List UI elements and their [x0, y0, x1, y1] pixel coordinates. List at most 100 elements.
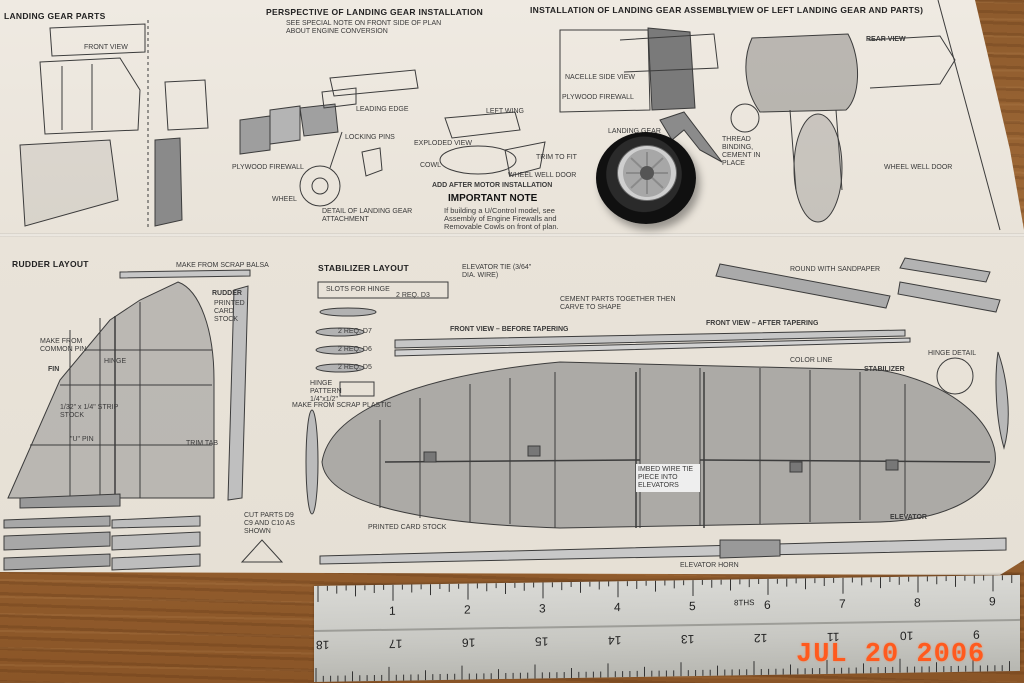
rudder-stiffener: [227, 285, 249, 501]
ruler-inch-number: 7: [839, 596, 846, 611]
front-view-before-label: FRONT VIEW – BEFORE TAPERING: [450, 326, 569, 333]
ruler-inch-number: 6: [764, 597, 771, 612]
ruler-inch-number: 1: [389, 603, 396, 618]
nacelle-side-drawing: [559, 29, 651, 113]
firewall-part: [154, 137, 183, 227]
stabilizer-label: STABILIZER: [864, 366, 905, 373]
plywood-firewall-label: PLYWOOD FIREWALL: [562, 94, 634, 101]
rudder-parts-strips: [3, 515, 111, 571]
perspective-title: PERSPECTIVE OF LANDING GEAR INSTALLATION: [266, 7, 484, 17]
leading-edge-label: LEADING EDGE: [356, 106, 409, 113]
elevator-tie-label: ELEVATOR TIE (3/64" DIA. WIRE): [462, 264, 532, 279]
left-wing-label: LEFT WING: [486, 108, 524, 115]
stabilizer-outline: [321, 361, 996, 529]
two-req-d5-label: 2 REQ. D5: [338, 364, 372, 371]
model-wheel-hub: [617, 145, 677, 201]
u-pin-label: "U" PIN: [70, 436, 94, 443]
ruler-inch-number: 3: [539, 601, 546, 616]
detail-landing-gear-label: DETAIL OF LANDING GEAR ATTACHMENT: [322, 208, 413, 223]
ruler-inch-number: 4: [614, 600, 621, 615]
thread-binding-label: THREAD BINDING, CEMENT IN PLACE: [722, 136, 761, 167]
printed-card-stock-label: PRINTED CARD STOCK: [214, 300, 245, 323]
landing-gear-parts-title: LANDING GEAR PARTS: [4, 11, 106, 21]
perspective-note: SEE SPECIAL NOTE ON FRONT SIDE OF PLAN A…: [286, 20, 442, 35]
landing-gear-label: LANDING GEAR: [608, 128, 661, 135]
nacelle-side-view-label: NACELLE SIDE VIEW: [565, 74, 636, 81]
exploded-view-label: EXPLODED VIEW: [414, 140, 472, 147]
imbed-wire-label: IMBED WIRE TIE PIECE INTO ELEVATORS: [636, 464, 700, 492]
camera-date-stamp: JUL 20 2006: [796, 640, 986, 670]
exploded-blocks: [239, 115, 271, 155]
wheel-label: WHEEL: [272, 196, 297, 203]
plan-drawings: [3, 0, 1009, 571]
hinge-label: HINGE: [104, 358, 127, 365]
ruler-cm-number: 12: [754, 630, 768, 646]
wheel-well-door-label: WHEEL WELL DOOR: [508, 172, 577, 179]
make-from-scrap-plastic-label: MAKE FROM SCRAP PLASTIC: [292, 402, 392, 409]
wheel-spokes-icon: [626, 152, 668, 194]
two-req-d7-label: 2 REQ. D7: [338, 328, 372, 335]
ruler-inch-label: 8THS: [734, 598, 755, 608]
wing-leading-edge: [329, 69, 419, 97]
elevator-label: ELEVATOR: [890, 514, 927, 521]
important-note-text: If building a U/Control model, see Assem…: [444, 206, 559, 231]
front-view-label: FRONT VIEW: [84, 44, 128, 51]
triangle-part: [240, 539, 284, 563]
rudder-bottom-strip: [19, 493, 121, 509]
model-plan-sheet: LANDING GEAR PARTS FRONT VIEW PERSPECTIV…: [0, 0, 1024, 575]
round-with-sandpaper-label: ROUND WITH SANDPAPER: [790, 266, 881, 273]
color-line-label: COLOR LINE: [790, 357, 833, 364]
elevator-exploded: [897, 257, 1001, 313]
rear-view-label: REAR VIEW: [866, 36, 906, 43]
gear-wheel-drawing: [299, 165, 341, 207]
plan-fold-line: [0, 233, 1024, 237]
rudder-layout-title: RUDDER LAYOUT: [12, 259, 89, 269]
cement-parts-label: CEMENT PARTS TOGETHER THEN CARVE TO SHAP…: [560, 296, 676, 311]
landing-gear-panel-outline: [49, 23, 146, 57]
ruler-cm-number: 16: [462, 635, 476, 650]
balsa-strip-top: [119, 269, 251, 279]
make-from-scrap-balsa-label: MAKE FROM SCRAP BALSA: [176, 262, 269, 269]
make-from-common-pin-label: MAKE FROM COMMON PIN: [40, 338, 87, 353]
two-req-d3-label: 2 REQ. D3: [396, 292, 430, 299]
add-after-motor-label: ADD AFTER MOTOR INSTALLATION: [432, 182, 553, 189]
installation-title: INSTALLATION OF LANDING GEAR ASSEMBLY: [530, 5, 733, 15]
rudder-label: RUDDER: [212, 290, 242, 297]
ruler-cm-number: 13: [681, 632, 695, 647]
trim-tab-label: TRIM TAB: [186, 440, 219, 447]
ruler-inch-number: 9: [989, 594, 996, 609]
landing-gear-panel-lower: [19, 139, 119, 227]
cut-parts-label: CUT PARTS D9 C9 AND C10 AS SHOWN: [244, 512, 295, 535]
elevator-horn-label: ELEVATOR HORN: [680, 562, 739, 569]
ruler-inch-number: 2: [464, 602, 471, 617]
cowl-drawing: [439, 145, 517, 175]
printed-card-stock-label-2: PRINTED CARD STOCK: [368, 524, 447, 531]
nacelle-part: [164, 79, 209, 131]
ruler-cm-number: 18: [316, 637, 330, 652]
cowl-label: COWL: [420, 162, 441, 169]
fin-label: FIN: [48, 366, 60, 373]
hinge-detail-label: HINGE DETAIL: [928, 350, 977, 357]
stabilizer-exploded: [715, 263, 891, 309]
ruler-cm-number: 15: [535, 634, 549, 649]
rudder-fin-outline: [7, 281, 215, 499]
locking-pins-label: LOCKING PINS: [345, 134, 395, 141]
hinge-detail-circle: [936, 357, 974, 395]
hinge-slot-strip: [317, 281, 449, 299]
ruler-tick-marks: [315, 575, 1013, 682]
wheel-well-door-label-2: WHEEL WELL DOOR: [884, 164, 953, 171]
important-note-title: IMPORTANT NOTE: [448, 193, 538, 204]
installation-subtitle: (VIEW OF LEFT LANDING GEAR AND PARTS): [728, 5, 924, 15]
stabilizer-layout-title: STABILIZER LAYOUT: [318, 263, 410, 273]
left-wing-exploded: [444, 111, 521, 139]
two-req-d6-label: 2 REQ. D6: [338, 346, 372, 353]
front-view-before-tapering: [394, 329, 906, 349]
plywood-firewall-label-2: PLYWOOD FIREWALL: [232, 164, 304, 171]
elevator-stock: [995, 351, 1009, 450]
strip-stock-label: 1/32" x 1/4" STRIP STOCK: [60, 404, 119, 419]
ruler-inch-number: 8: [914, 595, 921, 610]
ruler-cm-number: 17: [389, 636, 403, 651]
landing-gear-panel: [39, 57, 141, 135]
